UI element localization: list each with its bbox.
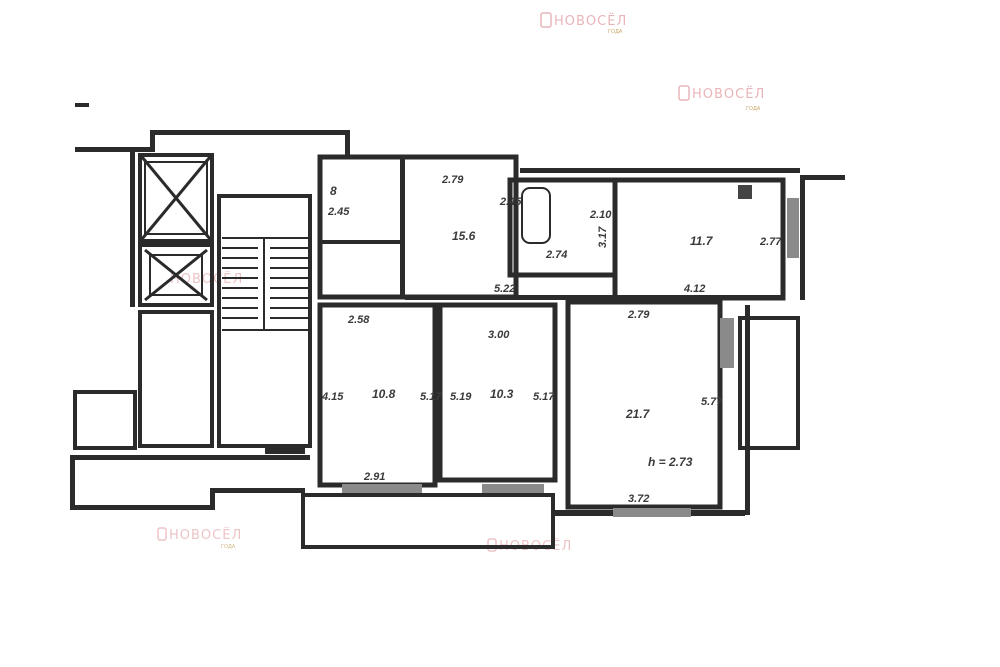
svg-text:2.74: 2.74 <box>545 249 567 261</box>
svg-text:ГОДА: ГОДА <box>746 106 761 112</box>
room-area-bedroom-1: 10.8 <box>372 387 396 401</box>
svg-text:5.17: 5.17 <box>420 391 442 403</box>
walls <box>70 103 845 549</box>
svg-text:НОВОСЁЛ: НОВОСЁЛ <box>169 527 242 543</box>
svg-text:3.17: 3.17 <box>597 226 609 248</box>
svg-text:2.79: 2.79 <box>441 174 464 186</box>
room-area-bedroom-2: 10.3 <box>490 387 514 401</box>
room-area-kitchen-living: 15.6 <box>452 229 476 243</box>
svg-text:2.79: 2.79 <box>627 309 650 321</box>
ceiling-height: h = 2.73 <box>648 455 693 469</box>
svg-text:НОВОСЁЛ: НОВОСЁЛ <box>692 86 765 102</box>
svg-text:2.58: 2.58 <box>347 314 370 326</box>
svg-text:5.22: 5.22 <box>494 283 515 295</box>
watermark-logo: НОВОСЁЛ ГОДА <box>678 85 765 112</box>
svg-text:2.91: 2.91 <box>363 471 385 483</box>
svg-text:5.17: 5.17 <box>533 391 555 403</box>
dimension-labels: 2.79 2.45 2.10 2.74 4.12 5.22 2.58 3.00 … <box>321 174 782 505</box>
watermark-logo: НОВОСЁЛ ГОДА <box>540 12 627 35</box>
room-area-kitchen: 11.7 <box>690 234 714 248</box>
svg-text:3.72: 3.72 <box>628 493 649 505</box>
svg-text:2.10: 2.10 <box>589 209 612 221</box>
watermark-logo: НОВОСЁЛ ГОДА <box>157 527 242 550</box>
room-area-storage: 8 <box>330 184 337 198</box>
svg-text:5.19: 5.19 <box>450 391 472 403</box>
svg-text:4.12: 4.12 <box>683 283 705 295</box>
svg-text:2.77: 2.77 <box>759 236 782 248</box>
watermark-text: НОВОСЁЛ <box>554 13 627 29</box>
svg-text:2.45: 2.45 <box>327 206 350 218</box>
svg-text:3.00: 3.00 <box>488 329 510 341</box>
svg-text:4.15: 4.15 <box>321 391 344 403</box>
svg-text:ГОДА: ГОДА <box>221 544 236 550</box>
room-area-living-room: 21.7 <box>625 407 651 421</box>
svg-text:5.77: 5.77 <box>701 396 723 408</box>
svg-text:ГОДА: ГОДА <box>608 29 623 35</box>
svg-text:2.45: 2.45 <box>499 196 522 208</box>
